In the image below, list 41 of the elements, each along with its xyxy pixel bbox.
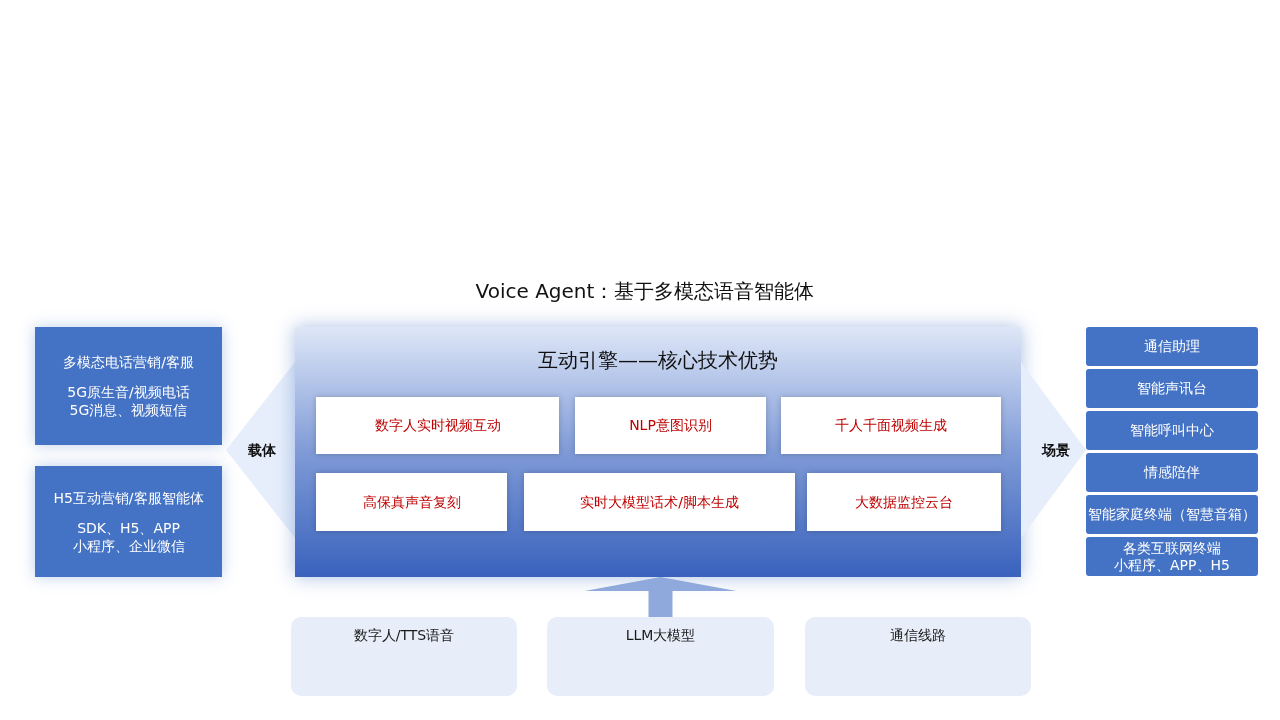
box-text: 通信助理 — [1144, 338, 1200, 355]
panel-heading: 互动引擎——核心技术优势 — [537, 347, 779, 374]
scenario-box — [1086, 369, 1258, 408]
feature-box — [524, 473, 795, 531]
feature-box — [316, 473, 507, 531]
box-text: 数字人实时视频互动 — [374, 416, 501, 435]
feature-box — [575, 397, 766, 454]
box-text: 智能声讯台 — [1137, 380, 1207, 397]
box-text: 高保真声音复刻 — [362, 492, 461, 512]
channel-card — [35, 466, 222, 577]
scenario-box — [1086, 453, 1258, 492]
box-text: 智能家庭终端（智慧音箱） — [1088, 506, 1256, 523]
feature-box — [316, 397, 559, 454]
box-text: 智能呼叫中心 — [1130, 422, 1214, 439]
box-text: 大数据监控云台 — [855, 492, 953, 512]
box-text: 各类互联网终端 — [1123, 539, 1221, 557]
box-text: 数字人/TTS语音 — [353, 626, 455, 645]
diagram-title: Voice Agent：基于多模态语音智能体 — [474, 278, 816, 305]
box-text: 小程序、APP、H5 — [1114, 556, 1230, 574]
band-label: 载体 — [248, 440, 276, 460]
box-text: NLP意图识别 — [629, 416, 712, 435]
box-text: LLM大模型 — [625, 626, 696, 645]
scenario-box — [1086, 327, 1258, 366]
engine-panel — [295, 327, 1021, 577]
box-text: 千人千面视频生成 — [835, 416, 947, 435]
feature-box — [807, 473, 1001, 531]
band-label: 场景 — [1042, 440, 1070, 460]
box-text: 多模态电话营销/客服 — [63, 353, 194, 371]
box-text: H5互动营销/客服智能体 — [53, 488, 204, 507]
scenario-box — [1086, 411, 1258, 450]
channel-card — [35, 327, 222, 445]
resource-card — [547, 617, 774, 696]
box-text: 情感陪伴 — [1144, 464, 1200, 481]
scenario-box — [1086, 537, 1258, 576]
box-text: 实时大模型话术/脚本生成 — [580, 492, 739, 512]
scenario-box — [1086, 495, 1258, 534]
feature-box — [781, 397, 1001, 454]
box-text: SDK、H5、APP 小程序、企业微信 — [71, 518, 186, 555]
box-text: 通信线路 — [890, 626, 946, 645]
block-arrow — [584, 577, 737, 617]
box-text: 5G原生音/视频电话 5G消息、视频短信 — [66, 383, 191, 419]
